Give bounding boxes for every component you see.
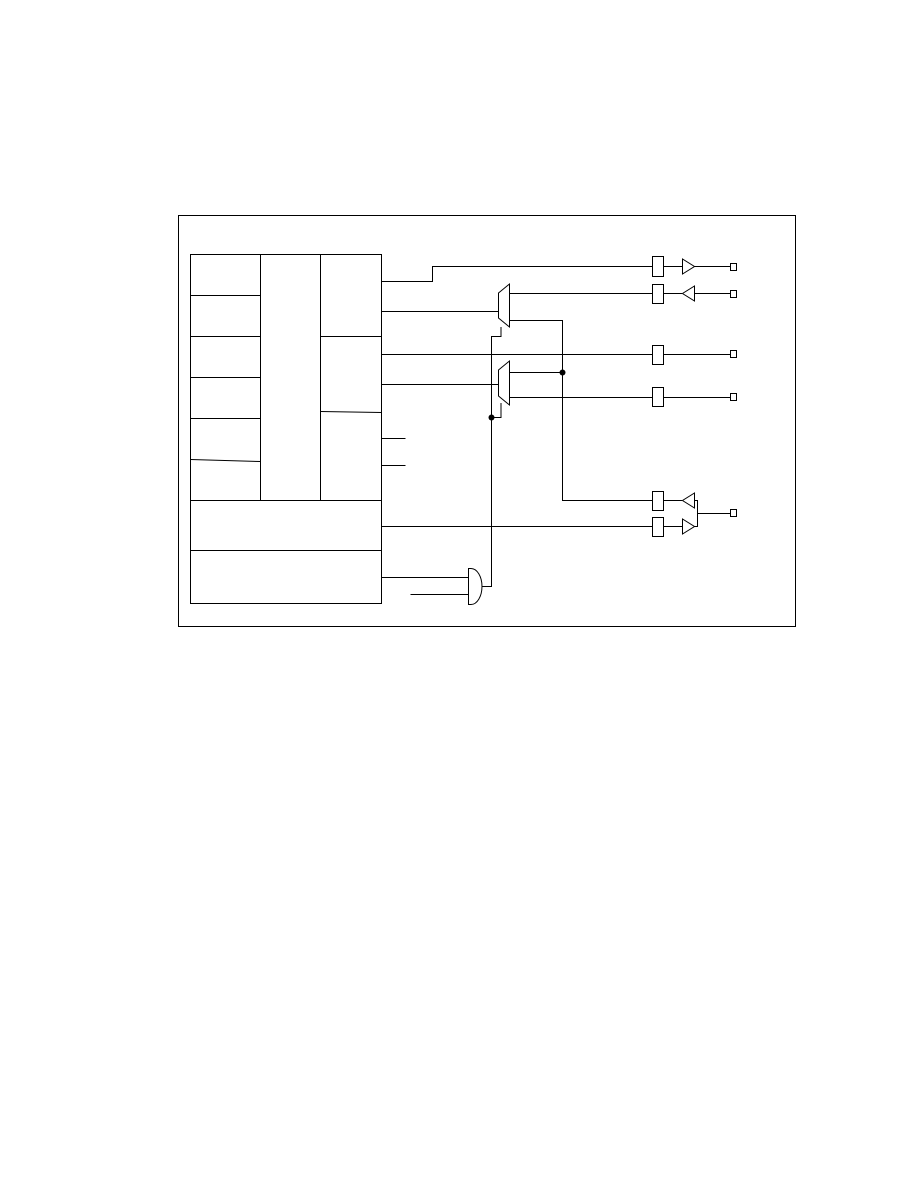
pin-1 [730, 263, 737, 271]
flip-flop-5 [652, 491, 664, 511]
pin-5 [730, 509, 737, 517]
flip-flop-6 [652, 517, 664, 537]
register-block [190, 254, 382, 604]
pin-3 [730, 350, 737, 358]
flip-flop-2 [652, 284, 664, 304]
pin-2 [730, 290, 737, 298]
and-gate [468, 568, 483, 605]
wire-output-1 [381, 266, 652, 282]
junction-dot [559, 369, 566, 376]
wire-mux1-to-bidir [509, 320, 652, 501]
output-buffer-1 [682, 258, 696, 275]
pin-4 [730, 393, 737, 401]
flip-flop-4 [652, 387, 664, 407]
wire-and-output [482, 327, 502, 587]
junction-dot [488, 414, 495, 421]
multiplexer-1 [498, 282, 510, 329]
wire-select-mux2 [491, 403, 502, 418]
flip-flop-1 [652, 256, 664, 277]
flip-flop-3 [652, 345, 664, 365]
register-block-outline [190, 254, 382, 604]
right-cell-divider-2 [320, 411, 382, 413]
left-cell-divider-5 [190, 459, 261, 462]
multiplexer-2 [498, 359, 510, 407]
output-buffer-2 [682, 518, 696, 535]
